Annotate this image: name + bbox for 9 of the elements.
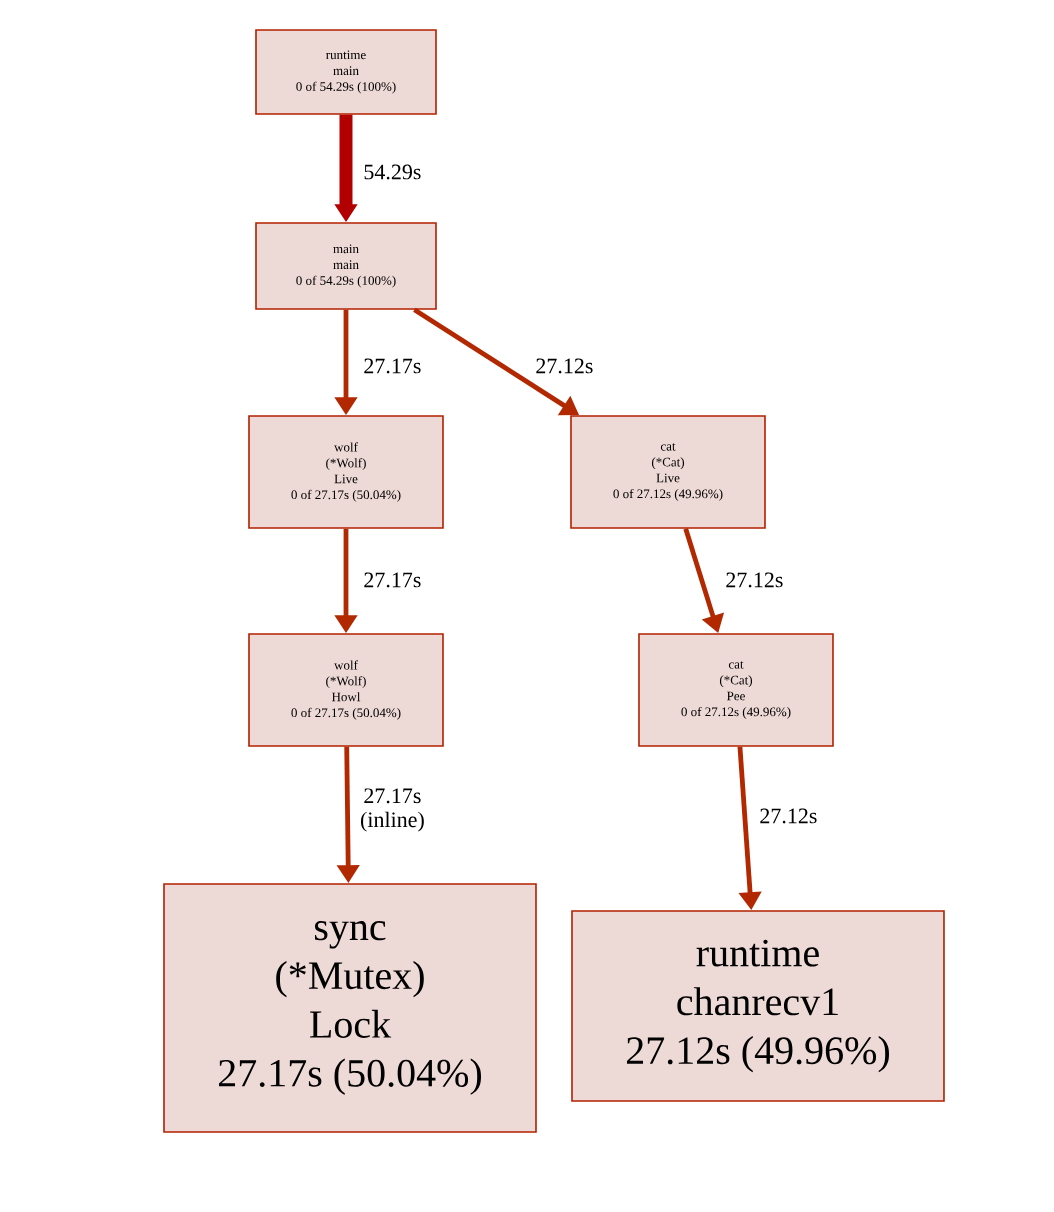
edge-label: 27.12s: [760, 808, 817, 824]
edge-label: 27.17s: [364, 358, 421, 374]
edge-label: 27.17s (inline): [361, 788, 424, 832]
function-box: runtime chanrecv1 27.12s (49.96%): [571, 910, 945, 1102]
function-box: sync (*Mutex) Lock 27.17s (50.04%): [163, 883, 537, 1133]
edge-label: 27.17s: [364, 572, 421, 588]
edge-label: 54.29s: [364, 164, 421, 180]
edge-label: 27.12s: [726, 572, 783, 588]
edge-label: 27.12s: [536, 358, 593, 374]
